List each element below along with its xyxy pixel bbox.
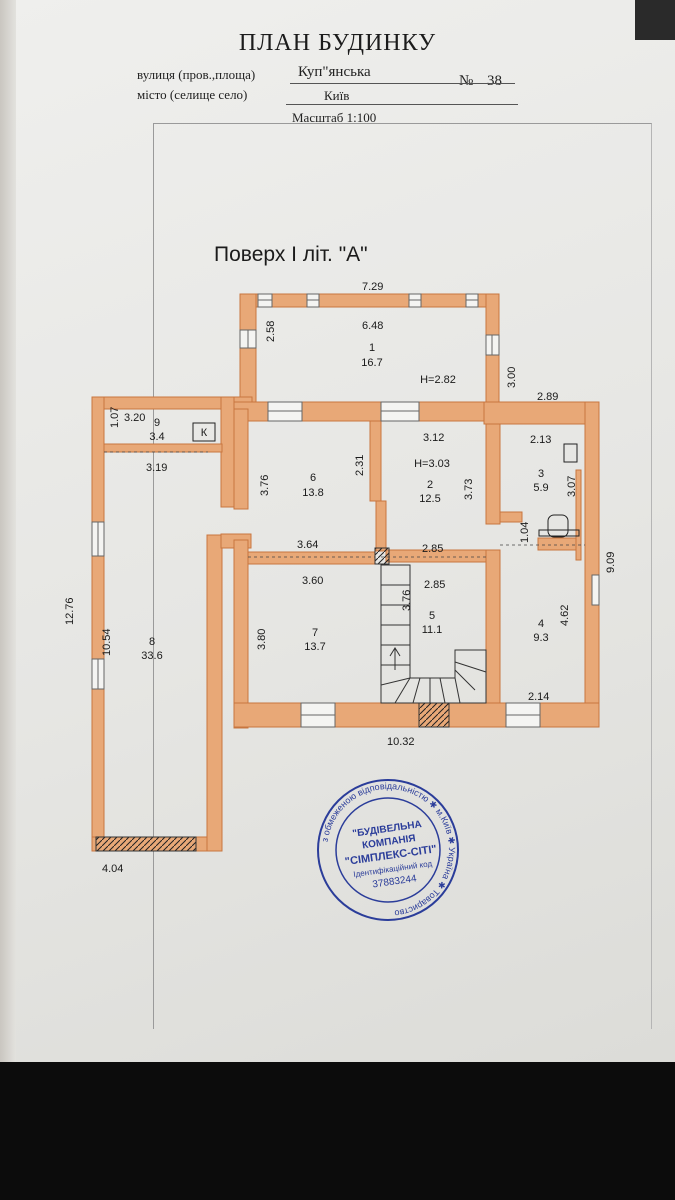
dim-room2-w: 3.12 [423, 432, 444, 444]
room-4-area: 9.3 [533, 632, 548, 644]
document-title: ПЛАН БУДИНКУ [238, 30, 437, 56]
walls [91, 293, 600, 852]
room-2-area: 12.5 [419, 493, 440, 505]
room-1-area: 16.7 [361, 357, 382, 369]
dim-room3-h: 3.07 [566, 476, 578, 497]
room-9-fixture [192, 422, 580, 538]
dim-room9-w: 3.20 [124, 412, 145, 424]
floor-plan: 7.29 6.48 2.58 3.00 2.89 1.07 3.20 3.19 … [64, 281, 617, 921]
room-8-number: 8 [149, 636, 155, 648]
staircase [380, 564, 487, 704]
dim-room6-h: 3.76 [259, 475, 271, 496]
dim-room2-bottom: 2.85 [422, 543, 443, 555]
room-labels: 1 16.7 H=2.82 H=3.03 2 12.5 3 5.9 4 9.3 … [141, 342, 548, 662]
room-1-height: H=2.82 [420, 374, 456, 386]
company-stamp: з обмеженою відповідальністю ✱ м.Київ ✱ … [317, 779, 459, 921]
dim-right-step: 3.00 [506, 367, 518, 388]
dimension-labels: 7.29 6.48 2.58 3.00 2.89 1.07 3.20 3.19 … [64, 281, 617, 875]
room-3-number: 3 [538, 468, 544, 480]
room-5-area: 11.1 [422, 624, 443, 636]
dim-bottom-total: 10.32 [387, 736, 415, 748]
door-hatches [95, 547, 450, 852]
drawing-frame [153, 123, 652, 1029]
dim-room6-mid: 2.31 [354, 455, 366, 476]
room-9-area: 3.4 [149, 431, 164, 443]
room-5-number: 5 [429, 610, 435, 622]
dim-room4-w: 2.14 [528, 691, 549, 703]
dim-right-total: 9.09 [605, 552, 617, 573]
street-underline [290, 83, 515, 84]
paper-edge [0, 0, 16, 1062]
paper-sheet [0, 0, 675, 1062]
dim-room5-w: 2.85 [424, 579, 445, 591]
number-value: 38 [487, 73, 502, 89]
dim-right-top: 2.89 [537, 391, 558, 403]
room-1-number: 1 [369, 342, 375, 354]
number-label: № [459, 73, 474, 89]
room-6-number: 6 [310, 472, 316, 484]
background-corner [635, 0, 675, 40]
dim-room4-h: 4.62 [559, 605, 571, 626]
city-label: місто (селище село) [137, 87, 248, 102]
kitchen-mark: К [201, 427, 208, 439]
scale-label: Масштаб 1:100 [292, 110, 377, 125]
room-9-number: 9 [154, 417, 160, 429]
dim-room9-h: 1.07 [109, 407, 121, 428]
room-4-number: 4 [538, 618, 544, 630]
dim-room6-w: 3.64 [297, 539, 318, 551]
dim-room3-w: 2.13 [530, 434, 551, 446]
dim-room8-h: 10.54 [101, 628, 113, 656]
dim-room7-h: 3.80 [256, 629, 268, 650]
dim-room5-h: 3.76 [401, 590, 413, 611]
dim-room1-height: 2.58 [265, 321, 277, 342]
room-7-number: 7 [312, 627, 318, 639]
dim-left-total: 12.76 [64, 597, 76, 625]
room-8-area: 33.6 [141, 650, 162, 662]
dim-room1-width: 6.48 [362, 320, 383, 332]
room-3-area: 5.9 [533, 482, 548, 494]
dim-room7-w: 3.60 [302, 575, 323, 587]
street-label: вулиця (пров.,площа) [137, 67, 256, 82]
room-2-height: H=3.03 [414, 458, 450, 470]
room-2-number: 2 [427, 479, 433, 491]
dim-top-width: 7.29 [362, 281, 383, 293]
street-value: Куп"янська [298, 64, 371, 80]
windows [91, 293, 600, 728]
room-7-area: 13.7 [304, 641, 325, 653]
dim-room8-w: 4.04 [102, 863, 123, 875]
dim-room2-h: 3.73 [463, 479, 475, 500]
city-underline [286, 104, 518, 105]
city-value: Київ [324, 88, 350, 103]
dim-room8-top: 3.19 [146, 462, 167, 474]
dimension-lines [104, 451, 585, 558]
dim-corridor: 1.04 [519, 522, 531, 543]
room-6-area: 13.8 [302, 487, 323, 499]
stamp-line-5: 37883244 [372, 873, 418, 890]
floor-title: Поверх I літ. "А" [214, 243, 368, 266]
